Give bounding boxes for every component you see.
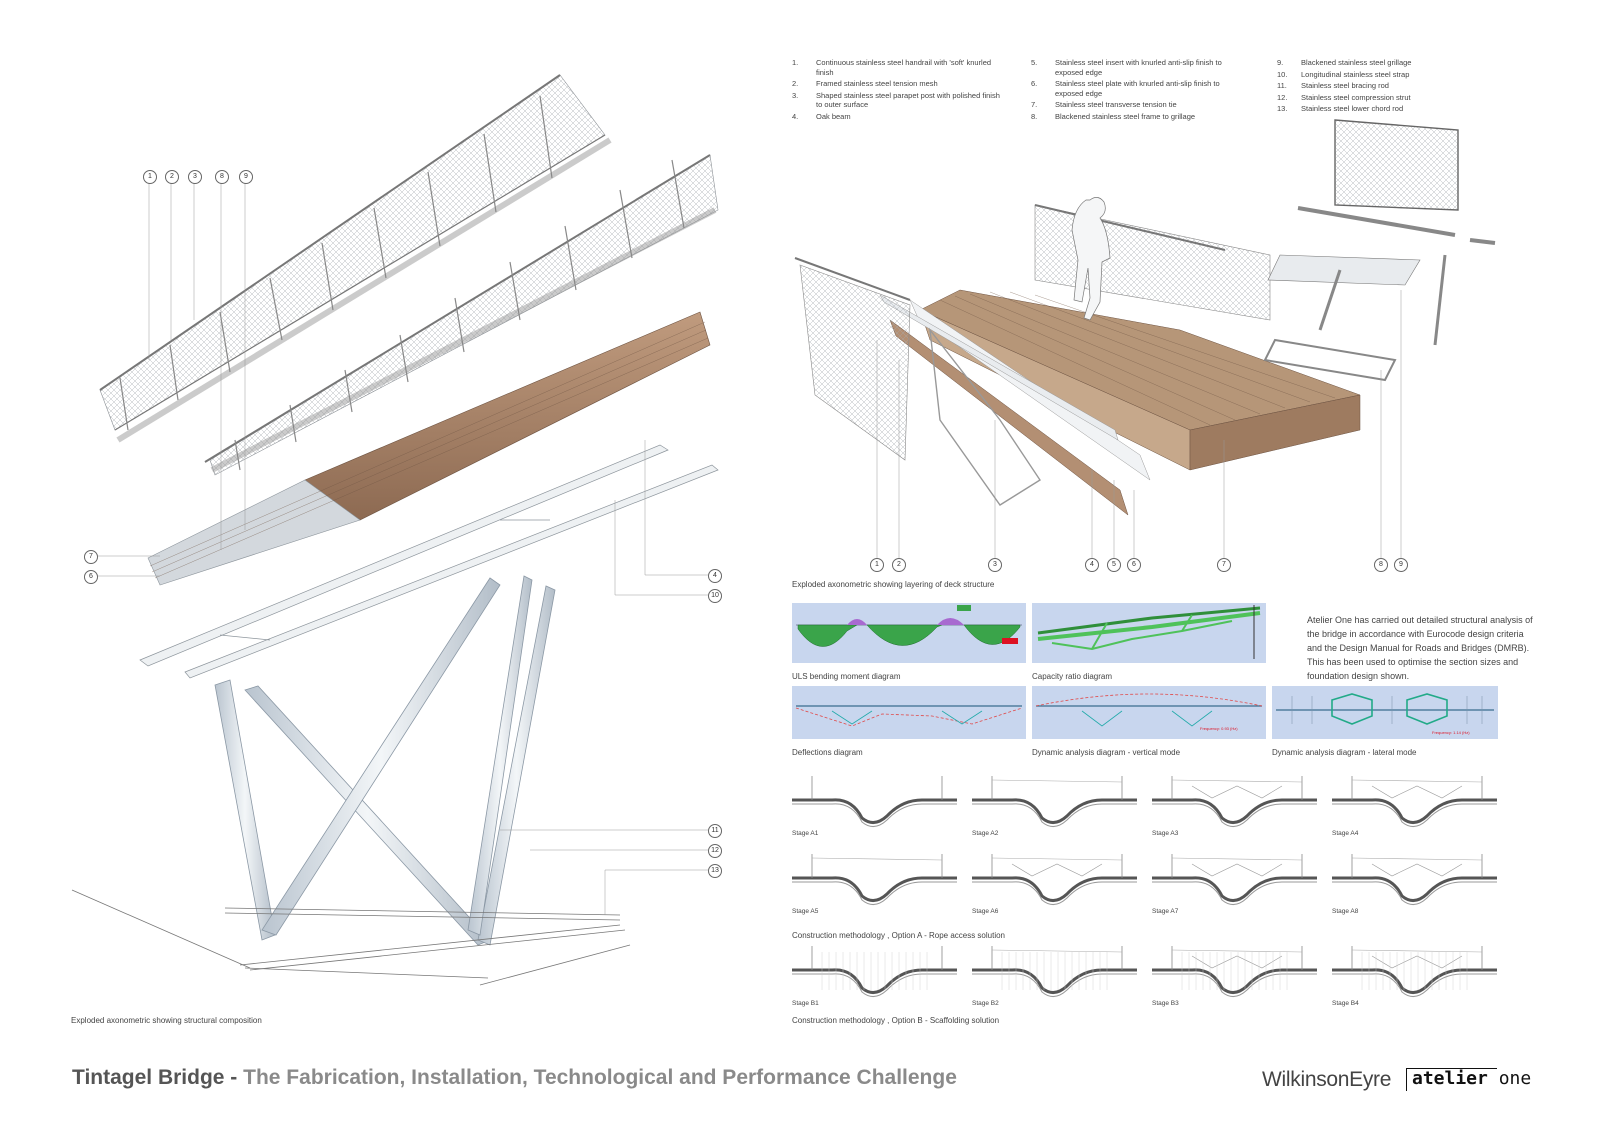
stage-label: Stage A8 bbox=[1332, 908, 1359, 915]
stage-label: Stage B1 bbox=[792, 1000, 819, 1007]
stage-label: Stage B2 bbox=[972, 1000, 999, 1007]
stage-label: Stage A7 bbox=[1152, 908, 1179, 915]
stage-label: Stage A3 bbox=[1152, 830, 1179, 837]
legend-col-3: 9.Blackened stainless steel grillage 10.… bbox=[1277, 58, 1412, 114]
human-figure bbox=[1071, 197, 1111, 321]
uls-caption: ULS bending moment diagram bbox=[792, 672, 901, 681]
leader-lines bbox=[96, 182, 708, 915]
stage-thumbnail bbox=[972, 946, 1137, 997]
deck-planks bbox=[919, 289, 1361, 471]
stage-thumbnail bbox=[1332, 776, 1497, 827]
stage-thumbnail bbox=[1152, 946, 1317, 997]
deck-callout-9: 9 bbox=[1394, 558, 1408, 572]
page-title: Tintagel Bridge - The Fabrication, Insta… bbox=[72, 1066, 957, 1089]
callout-8: 8 bbox=[215, 170, 229, 184]
left-axo-caption: Exploded axonometric showing structural … bbox=[71, 1016, 262, 1025]
structural-axonometric bbox=[71, 74, 719, 986]
callout-1: 1 bbox=[143, 170, 157, 184]
deck-axo-caption: Exploded axonometric showing layering of… bbox=[792, 580, 995, 589]
stage-thumbnail bbox=[1152, 776, 1317, 827]
freq-lateral-label: Frequency: 1.14 (Hz) bbox=[1432, 730, 1470, 735]
parapet-lower bbox=[204, 154, 719, 476]
compression-struts bbox=[214, 575, 556, 946]
stage-label: Stage B3 bbox=[1152, 1000, 1179, 1007]
callout-2: 2 bbox=[165, 170, 179, 184]
longitudinal-straps bbox=[139, 444, 719, 679]
stage-label: Stage A5 bbox=[792, 908, 819, 915]
callout-10: 10 bbox=[708, 589, 722, 603]
legend-col-1: 1.Continuous stainless steel handrail wi… bbox=[792, 58, 1000, 121]
legend-col-2: 5.Stainless steel insert with knurled an… bbox=[1031, 58, 1222, 121]
callout-11: 11 bbox=[708, 824, 722, 838]
option-b-caption: Construction methodology , Option B - Sc… bbox=[792, 1016, 1000, 1025]
stage-thumbnail bbox=[972, 854, 1137, 905]
lower-chord-rods bbox=[71, 889, 631, 986]
deck-callout-7: 7 bbox=[1217, 558, 1231, 572]
callout-3: 3 bbox=[188, 170, 202, 184]
callout-13: 13 bbox=[708, 864, 722, 878]
option-a-caption: Construction methodology , Option A - Ro… bbox=[792, 931, 1006, 940]
analysis-paragraph: Atelier One has carried out detailed str… bbox=[1307, 615, 1533, 681]
deck-axonometric bbox=[794, 119, 1496, 560]
deck-callout-5: 5 bbox=[1107, 558, 1121, 572]
callout-4: 4 bbox=[708, 569, 722, 583]
wilkinsoneyre-logo: WilkinsonEyre bbox=[1262, 1068, 1392, 1091]
capacity-ratio-diagram bbox=[1032, 603, 1266, 663]
callout-7: 7 bbox=[84, 550, 98, 564]
stage-thumbnail bbox=[792, 946, 957, 997]
stage-thumbnail bbox=[792, 854, 957, 905]
dyn-lateral-caption: Dynamic analysis diagram - lateral mode bbox=[1272, 748, 1417, 757]
callout-6: 6 bbox=[84, 570, 98, 584]
deck-callout-4: 4 bbox=[1085, 558, 1099, 572]
deflections-caption: Deflections diagram bbox=[792, 748, 863, 757]
stage-thumbnail bbox=[1152, 854, 1317, 905]
dynamic-vertical-diagram: Frequency: 0.93 (Hz) bbox=[1032, 686, 1266, 739]
deck-callout-6: 6 bbox=[1127, 558, 1141, 572]
callout-12: 12 bbox=[708, 844, 722, 858]
deck-callout-1: 1 bbox=[870, 558, 884, 572]
capacity-caption: Capacity ratio diagram bbox=[1032, 672, 1113, 681]
uls-bending-moment-diagram bbox=[792, 603, 1026, 663]
stage-thumbnail bbox=[1332, 854, 1497, 905]
callout-9: 9 bbox=[239, 170, 253, 184]
atelier-one-logo-frame bbox=[1406, 1068, 1497, 1091]
dyn-vertical-caption: Dynamic analysis diagram - vertical mode bbox=[1032, 748, 1181, 757]
oak-deck bbox=[147, 311, 711, 586]
freq-vertical-label: Frequency: 0.93 (Hz) bbox=[1200, 726, 1238, 731]
stage-thumbnail bbox=[1332, 946, 1497, 997]
dynamic-lateral-diagram: Frequency: 1.14 (Hz) bbox=[1272, 686, 1498, 739]
atelier-one-logo: atelier one bbox=[1412, 1068, 1532, 1089]
deflections-diagram bbox=[792, 686, 1026, 739]
stage-thumbnail bbox=[792, 776, 957, 827]
stage-label: Stage A2 bbox=[972, 830, 999, 837]
deck-callout-3: 3 bbox=[988, 558, 1002, 572]
deck-callout-8: 8 bbox=[1374, 558, 1388, 572]
stage-label: Stage A1 bbox=[792, 830, 819, 837]
parapet-upper bbox=[99, 74, 612, 443]
stage-label: Stage B4 bbox=[1332, 1000, 1359, 1007]
stage-thumbnail bbox=[972, 776, 1137, 827]
stage-label: Stage A4 bbox=[1332, 830, 1359, 837]
stage-label: Stage A6 bbox=[972, 908, 999, 915]
deck-callout-2: 2 bbox=[892, 558, 906, 572]
